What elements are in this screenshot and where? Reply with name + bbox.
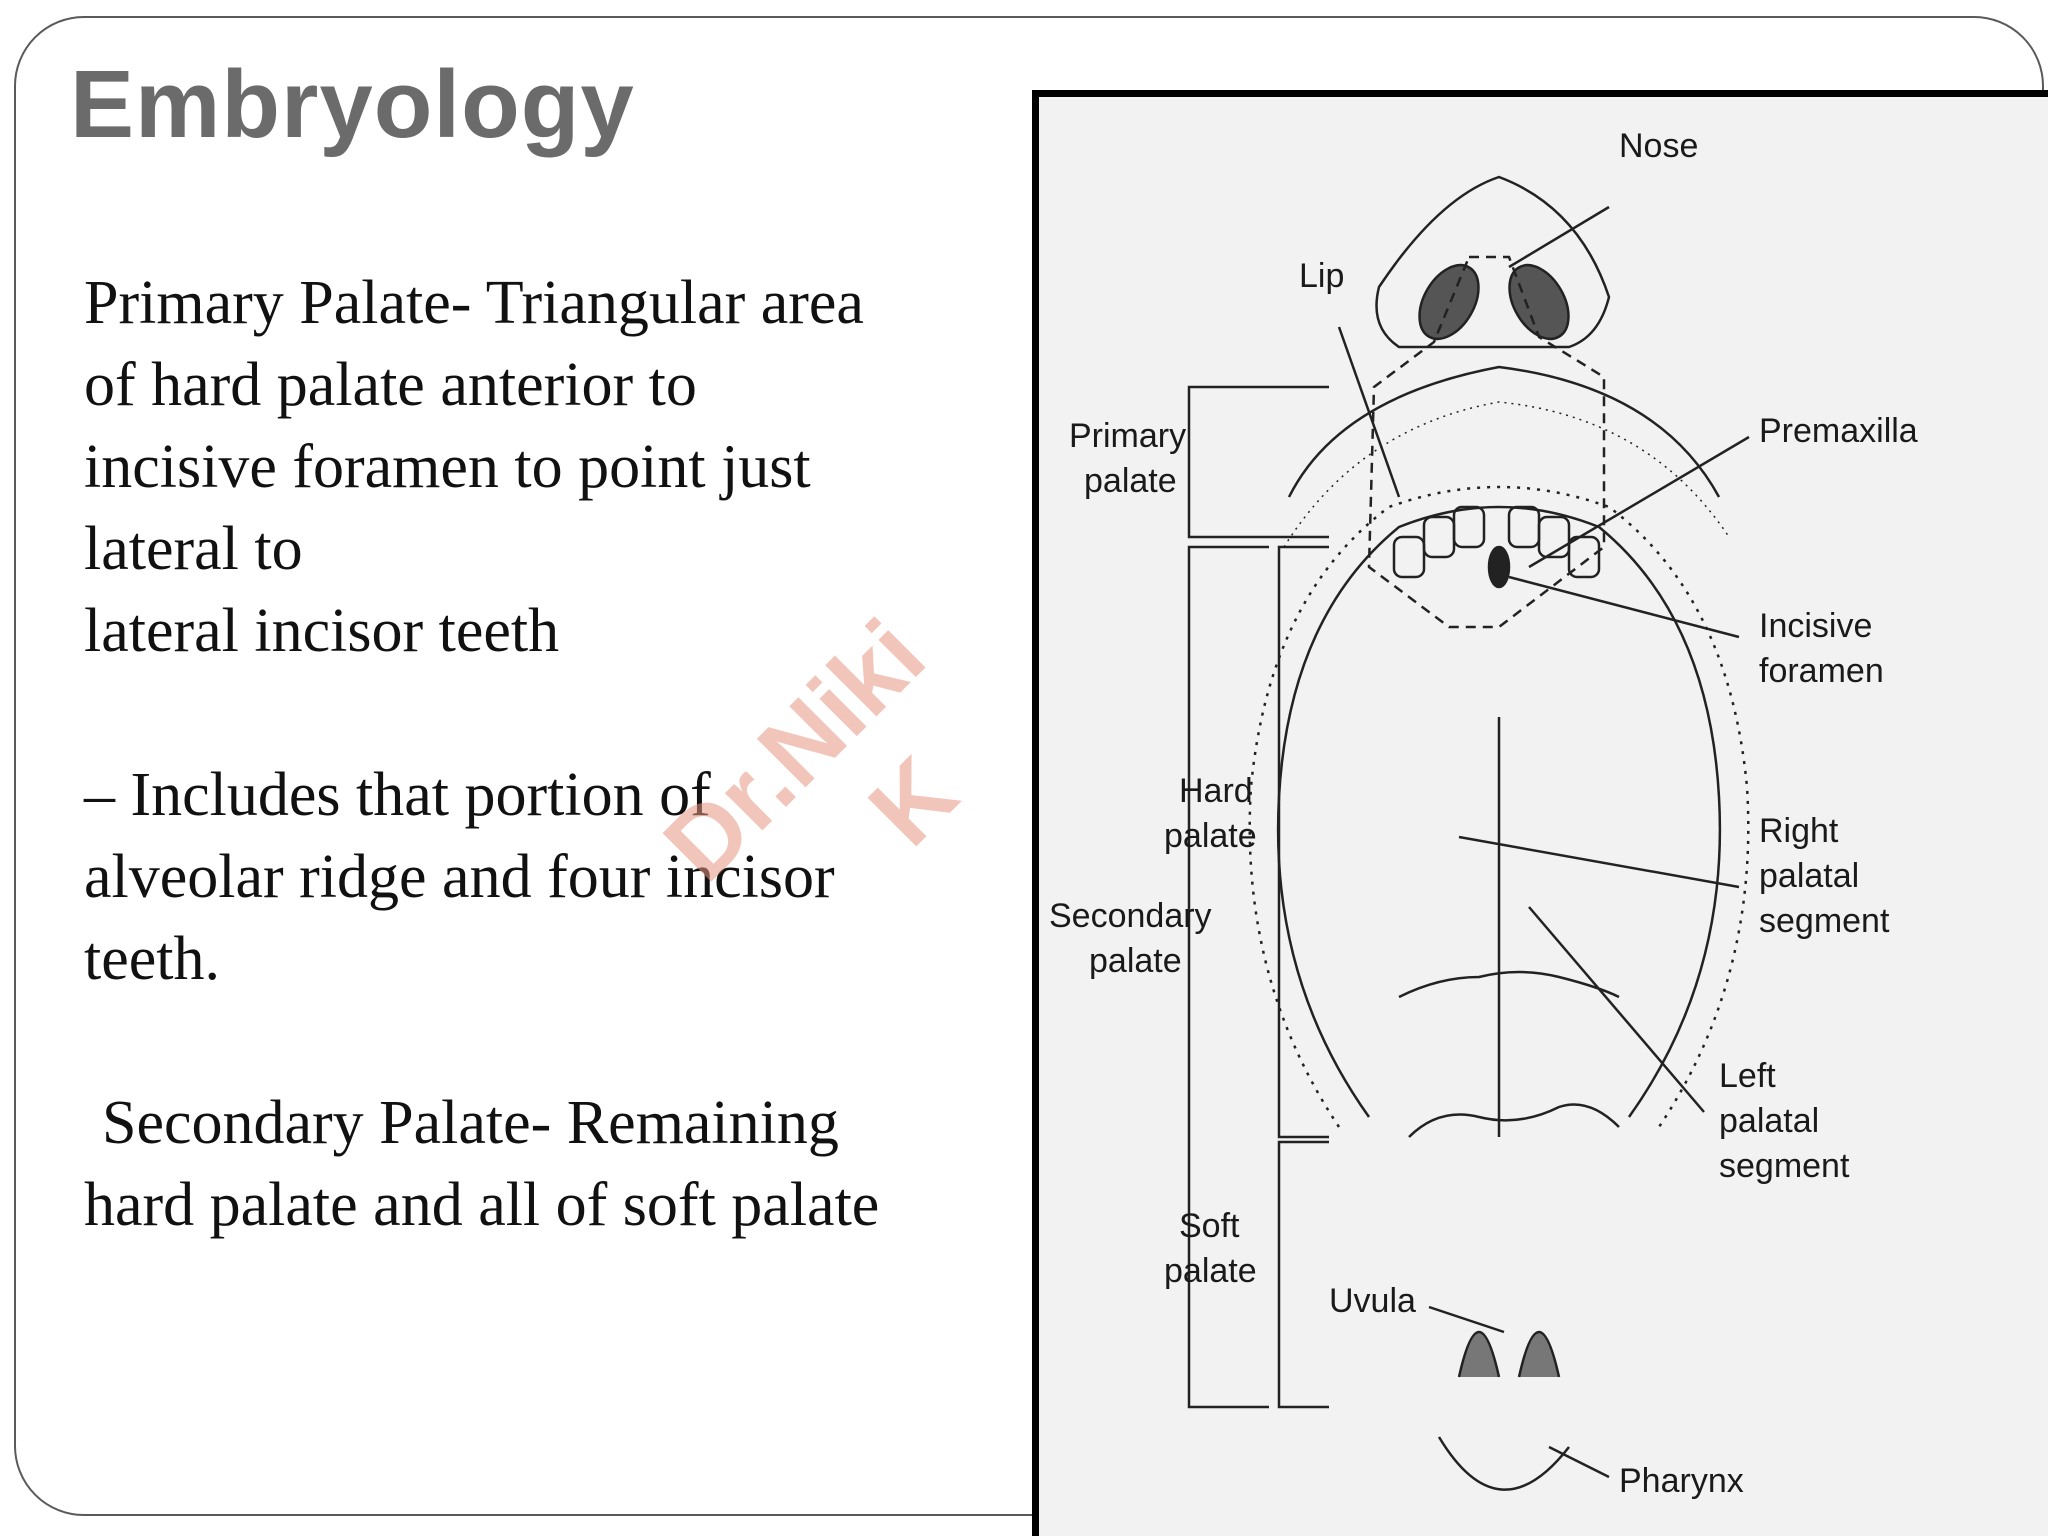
label-incisive-foramen: Incisive [1759,607,1872,645]
text-line: teeth. [84,925,220,993]
label-nose: Nose [1619,127,1698,165]
label-premaxilla: Premaxilla [1759,412,1918,450]
label-left-palatal-segment: Left [1719,1057,1776,1095]
slide-title: Embryology [70,51,635,158]
text-line: hard palate and all of soft palate [84,1171,880,1239]
label-right-palatal-segment: palatal [1759,857,1859,895]
label-left-palatal-segment: segment [1719,1147,1850,1185]
palate-illustration: Nose Lip Primary palate Premaxilla Incis… [1049,127,1918,1500]
text-line: incisive foramen to point just [84,433,811,501]
slide-body: Primary Palate- Triangular area of hard … [84,262,1014,1246]
text-line: alveolar ridge and four incisor [84,843,835,911]
paragraph-gap [84,1000,1014,1082]
label-hard-palate: palate [1164,817,1257,855]
label-incisive-foramen: foramen [1759,652,1884,690]
palate-diagram: Nose Lip Primary palate Premaxilla Incis… [1032,90,2048,1536]
label-right-palatal-segment: segment [1759,902,1890,940]
text-line: Primary Palate- Triangular area [84,269,864,337]
label-lip: Lip [1299,257,1344,295]
text-line: Secondary Palate- Remaining [102,1089,839,1157]
paragraph-gap [84,672,1014,754]
label-secondary-palate: palate [1089,942,1182,980]
text-line: lateral to [84,515,303,583]
label-right-palatal-segment: Right [1759,812,1839,850]
text-line: of hard palate anterior to [84,351,697,419]
label-uvula: Uvula [1329,1282,1416,1320]
label-hard-palate: Hard [1179,772,1253,810]
label-primary-palate: palate [1084,462,1177,500]
label-pharynx: Pharynx [1619,1462,1744,1500]
label-soft-palate: palate [1164,1252,1257,1290]
text-line: lateral incisor teeth [84,597,560,665]
label-left-palatal-segment: palatal [1719,1102,1819,1140]
text-line: – Includes that portion of [84,761,711,829]
label-soft-palate: Soft [1179,1207,1240,1245]
label-secondary-palate: Secondary [1049,897,1212,935]
label-primary-palate: Primary [1069,417,1186,455]
